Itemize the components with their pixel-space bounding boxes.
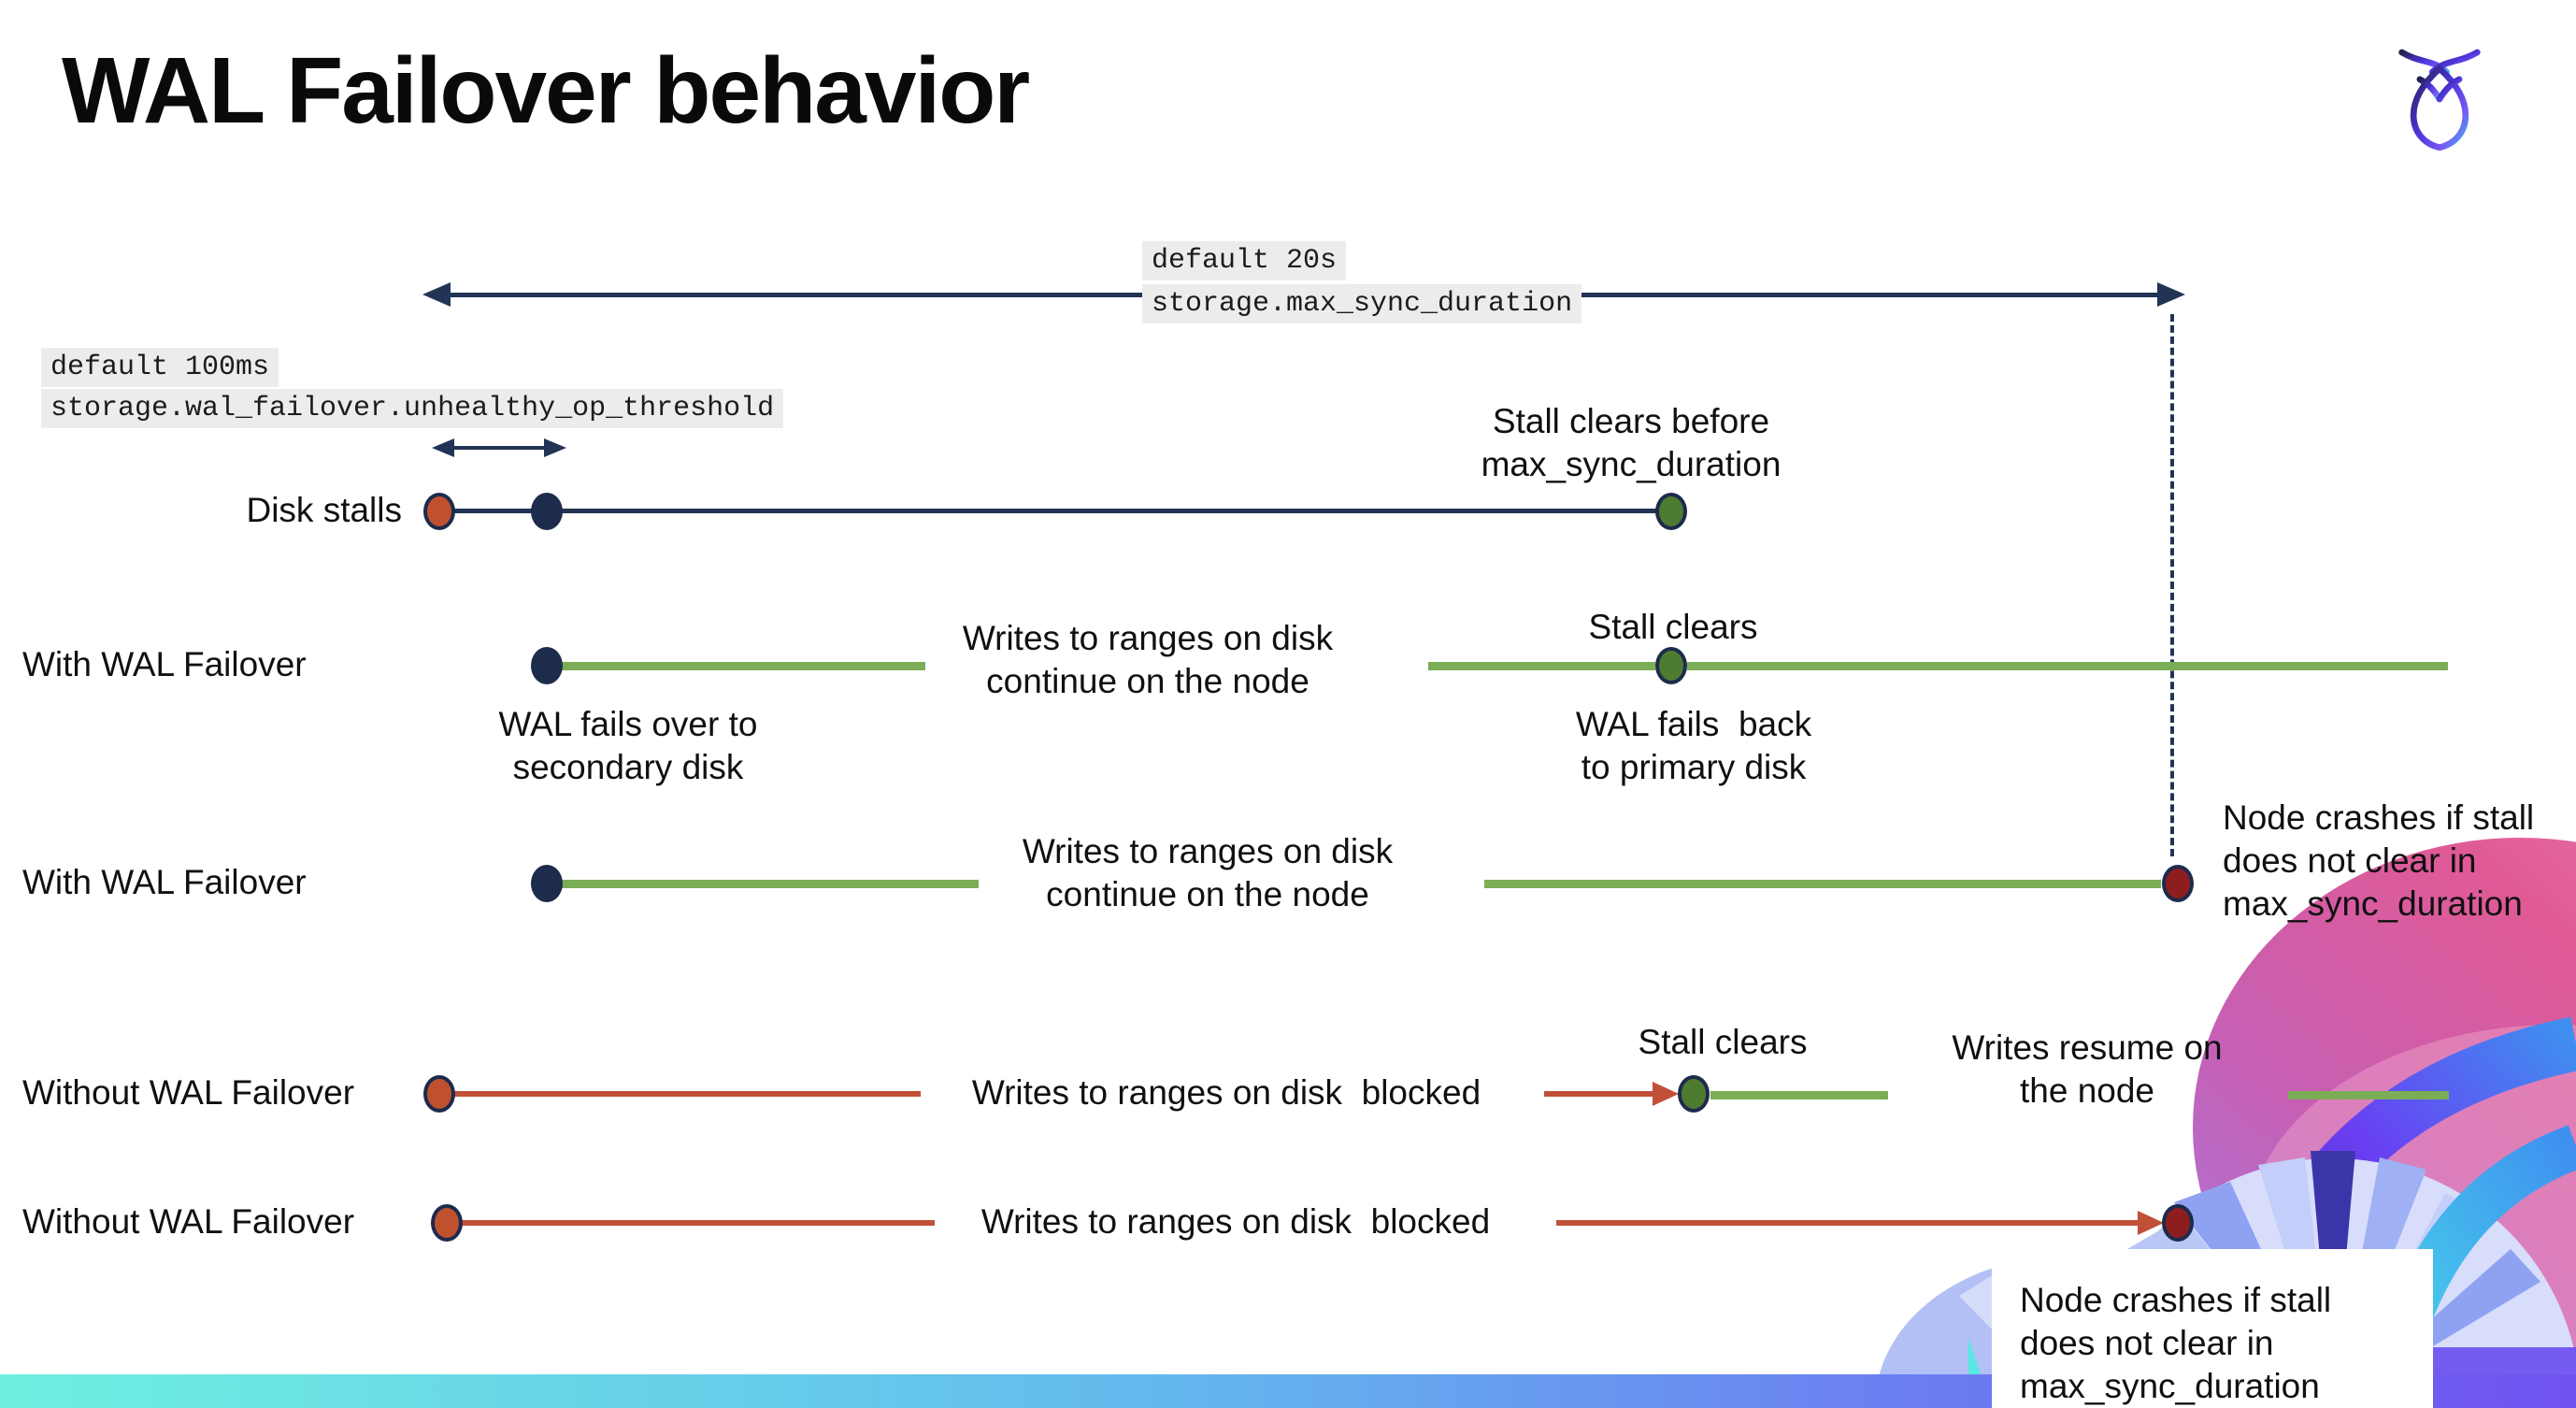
stall-clears-note-row4: Stall clears bbox=[1638, 1023, 1808, 1061]
threshold-setting-label: storage.wal_failover.unhealthy_op_thresh… bbox=[41, 389, 784, 428]
writes-blocked-line-row5-b bbox=[1556, 1220, 2145, 1226]
disk-stall-start-dot bbox=[423, 493, 455, 530]
node-crash-note-row5: Node crashes if stall does not clear in … bbox=[2020, 1281, 2332, 1405]
writes-blocked-line-row4-a bbox=[439, 1091, 921, 1097]
max-sync-deadline-dashed-line bbox=[2170, 314, 2174, 856]
writes-continue-line-row2-c bbox=[1687, 662, 2448, 670]
blocked-arrow-head-row5-icon bbox=[2138, 1211, 2164, 1235]
stall-clears-dot-row2 bbox=[1655, 647, 1687, 684]
max-sync-setting-label: storage.max_sync_duration bbox=[1142, 284, 1582, 323]
stall-start-dot-row4 bbox=[423, 1075, 455, 1113]
node-crash-callout: Node crashes if stall does not clear in … bbox=[1992, 1249, 2433, 1408]
max-sync-default-label: default 20s bbox=[1142, 241, 1347, 280]
blocked-arrow-head-row4-icon bbox=[1653, 1082, 1679, 1106]
writes-continue-line-row2-b bbox=[1428, 662, 1655, 670]
writes-continue-note-row3: Writes to ranges on disk continue on the… bbox=[1022, 832, 1394, 913]
threshold-arrow-left-head-icon bbox=[432, 438, 454, 457]
threshold-reached-dot bbox=[531, 493, 563, 530]
writes-blocked-line-row4-b bbox=[1544, 1091, 1660, 1097]
wal-failback-note: WAL fails back to primary disk bbox=[1575, 705, 1812, 786]
stall-clears-early-dot bbox=[1655, 493, 1687, 530]
row-label-disk-stalls: Disk stalls bbox=[246, 491, 402, 529]
node-crash-dot-row3 bbox=[2162, 865, 2194, 902]
max-sync-arrow-left-head-icon bbox=[422, 282, 451, 307]
threshold-default-label: default 100ms bbox=[41, 348, 279, 387]
writes-blocked-note-row5: Writes to ranges on disk blocked bbox=[980, 1202, 1491, 1241]
disk-stall-timeline bbox=[439, 509, 1671, 513]
stall-clears-note-row2: Stall clears bbox=[1588, 608, 1758, 646]
row-label-without-wal-failover-2: Without WAL Failover bbox=[22, 1202, 355, 1241]
cockroachdb-logo-icon bbox=[2398, 49, 2481, 151]
writes-continue-line-row2-a bbox=[561, 662, 925, 670]
writes-resume-line-row4-a bbox=[1710, 1091, 1888, 1099]
wal-failover-note: WAL fails over to secondary disk bbox=[498, 705, 758, 786]
writes-resume-line-row4-b bbox=[2288, 1091, 2449, 1099]
stall-start-dot-row5 bbox=[431, 1204, 463, 1242]
writes-continue-line-row3-b bbox=[1484, 880, 2161, 888]
writes-continue-line-row3-a bbox=[561, 880, 979, 888]
node-crash-note-row3: Node crashes if stall does not clear in … bbox=[2223, 798, 2535, 923]
writes-resume-note: Writes resume on the node bbox=[1952, 1028, 2223, 1110]
failover-dot-row2 bbox=[531, 647, 563, 684]
stall-clears-before-note: Stall clears before max_sync_duration bbox=[1481, 402, 1782, 483]
node-crash-dot-row5 bbox=[2162, 1204, 2194, 1242]
max-sync-arrow-right-head-icon bbox=[2157, 282, 2185, 307]
writes-continue-note-row2: Writes to ranges on disk continue on the… bbox=[962, 619, 1334, 700]
row-label-without-wal-failover-1: Without WAL Failover bbox=[22, 1073, 355, 1112]
page-title: WAL Failover behavior bbox=[62, 38, 1030, 143]
row-label-with-wal-failover-2: With WAL Failover bbox=[22, 863, 307, 901]
threshold-arrow-right-head-icon bbox=[544, 438, 566, 457]
stall-clears-dot-row4 bbox=[1678, 1075, 1710, 1113]
threshold-arrow-line bbox=[451, 446, 544, 450]
writes-blocked-line-row5-a bbox=[447, 1220, 935, 1226]
writes-blocked-note-row4: Writes to ranges on disk blocked bbox=[971, 1073, 1481, 1112]
failover-dot-row3 bbox=[531, 865, 563, 902]
row-label-with-wal-failover-1: With WAL Failover bbox=[22, 645, 307, 683]
